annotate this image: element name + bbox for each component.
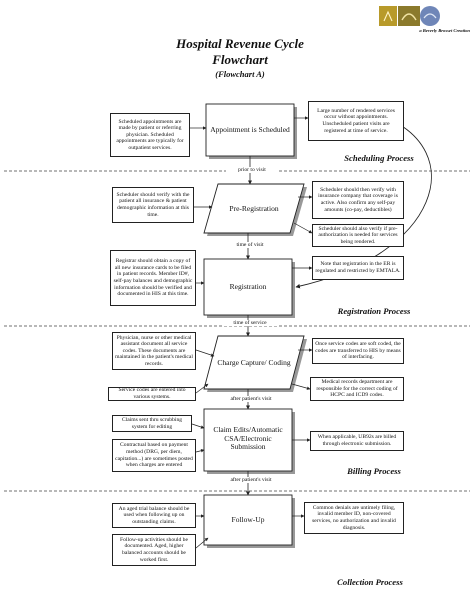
note-reg-left: Registrar should obtain a copy of all ne…	[110, 250, 196, 306]
note-prereg-left: Scheduler should verify with the patient…	[112, 187, 194, 223]
note-prereg-right-1: Scheduler should then verify with insura…	[312, 181, 404, 219]
note-claims-left-2: Contractual based on payment method (DRG…	[112, 439, 196, 472]
phase-scheduling: Scheduling Process	[344, 153, 414, 163]
label-after-visit-1: after patient's visit	[218, 396, 284, 402]
note-charge-left-1: Physician, nurse or other medical assist…	[112, 332, 196, 370]
subtitle: (Flowchart A)	[215, 69, 265, 79]
note-appt-left: Scheduled appointments are made by patie…	[110, 113, 190, 157]
title-line-1: Hospital Revenue Cycle	[176, 36, 304, 51]
note-claims-left-1: Claims sent thru scrubbing system for ed…	[112, 415, 192, 432]
node-shape-preregistration	[203, 183, 305, 234]
logo-caption: a Beverly Brosset Creation	[419, 28, 470, 33]
note-prereg-right-2: Scheduler should also verify if pre-auth…	[312, 224, 404, 247]
label-time-of-service: time of service	[222, 320, 278, 326]
label-time-of-visit: time of visit	[226, 242, 274, 248]
note-follow-right: Common denials are untimely filing, inva…	[304, 502, 404, 534]
node-shape-charge	[203, 335, 305, 390]
note-follow-left-1: An aged trial balance should be used whe…	[112, 503, 196, 528]
node-appointment: Appointment is Scheduled	[210, 124, 290, 134]
note-claims-right: When applicable, UB92s are billed throug…	[310, 431, 404, 451]
node-shape-registration	[203, 258, 293, 316]
logo-tile-gold	[379, 6, 397, 26]
node-charge-capture: Charge Capture/ Coding	[217, 357, 291, 367]
note-reg-right: Note that registration in the ER is regu…	[312, 256, 404, 280]
node-preregistration: Pre-Registration	[229, 203, 279, 213]
note-follow-left-2: Follow-up activities should be documente…	[112, 534, 196, 566]
node-followup: Follow-Up	[231, 514, 265, 524]
phase-billing: Billing Process	[347, 466, 401, 476]
title-line-2: Flowchart	[212, 52, 268, 67]
logo-tile-blue	[420, 6, 440, 26]
note-charge-right-2: Medical records department are responsib…	[310, 377, 404, 401]
label-after-visit-2: after patient's visit	[218, 477, 284, 483]
logo-tile-olive	[398, 6, 420, 26]
label-prior-to-visit: prior to visit	[226, 167, 278, 173]
node-registration: Registration	[229, 281, 267, 291]
node-claims: Claim Edits/Automatic CSA/Electronic Sub…	[213, 425, 283, 452]
note-charge-right-1: Once service codes are soft coded, the c…	[312, 338, 404, 364]
node-shape-claims	[203, 408, 293, 472]
note-charge-left-2: Service codes are entered into various s…	[108, 387, 196, 401]
phase-collection: Collection Process	[337, 577, 403, 587]
phase-registration: Registration Process	[337, 306, 411, 316]
note-appt-right: Large number of rendered services occur …	[308, 101, 404, 141]
logo: a Beverly Brosset Creation	[376, 4, 470, 38]
node-shape-followup	[203, 494, 293, 546]
node-shape-appointment	[205, 103, 295, 157]
